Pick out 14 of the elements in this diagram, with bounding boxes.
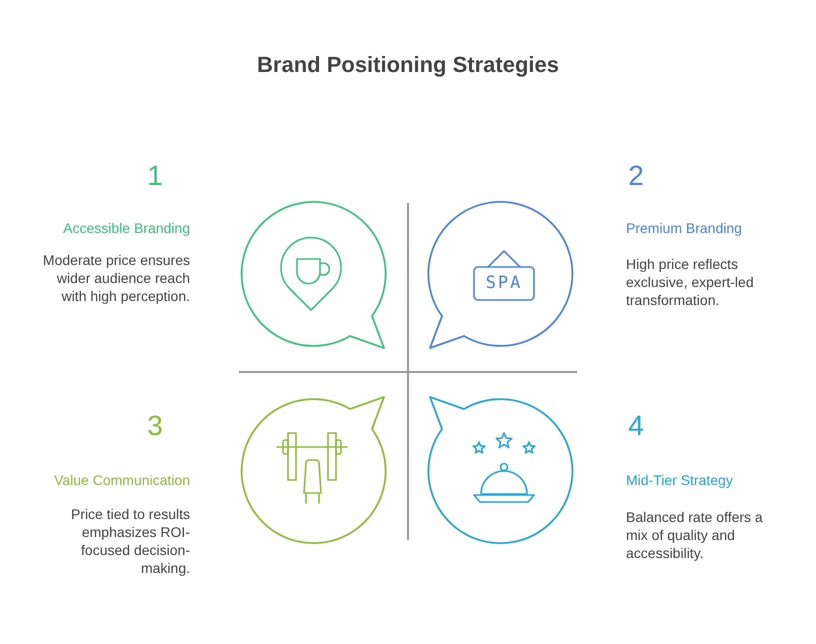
strategy-heading: Premium Branding (626, 220, 743, 236)
strategy-description: Balanced rate offers a mix of quality and accessibility. (626, 508, 764, 562)
strategy-description: Price tied to results emphasizes ROI-focused decision-making. (70, 505, 190, 577)
diagram-title: Brand Positioning Strategies (256, 52, 560, 78)
step-number: 2 (627, 160, 645, 192)
step-number: 4 (627, 410, 645, 442)
strategy-description: Moderate price ensures wider audience reach with high perception. (42, 251, 190, 305)
strategy-heading: Mid-Tier Strategy (626, 472, 734, 488)
strategy-description: High price reflects exclusive, expert-led transformation. (626, 255, 755, 309)
strategy-heading: Value Communication (53, 472, 190, 488)
sign-text: SPA (484, 273, 524, 293)
strategy-heading: Accessible Branding (62, 220, 190, 236)
step-number: 1 (146, 160, 164, 192)
step-number: 3 (146, 410, 164, 442)
